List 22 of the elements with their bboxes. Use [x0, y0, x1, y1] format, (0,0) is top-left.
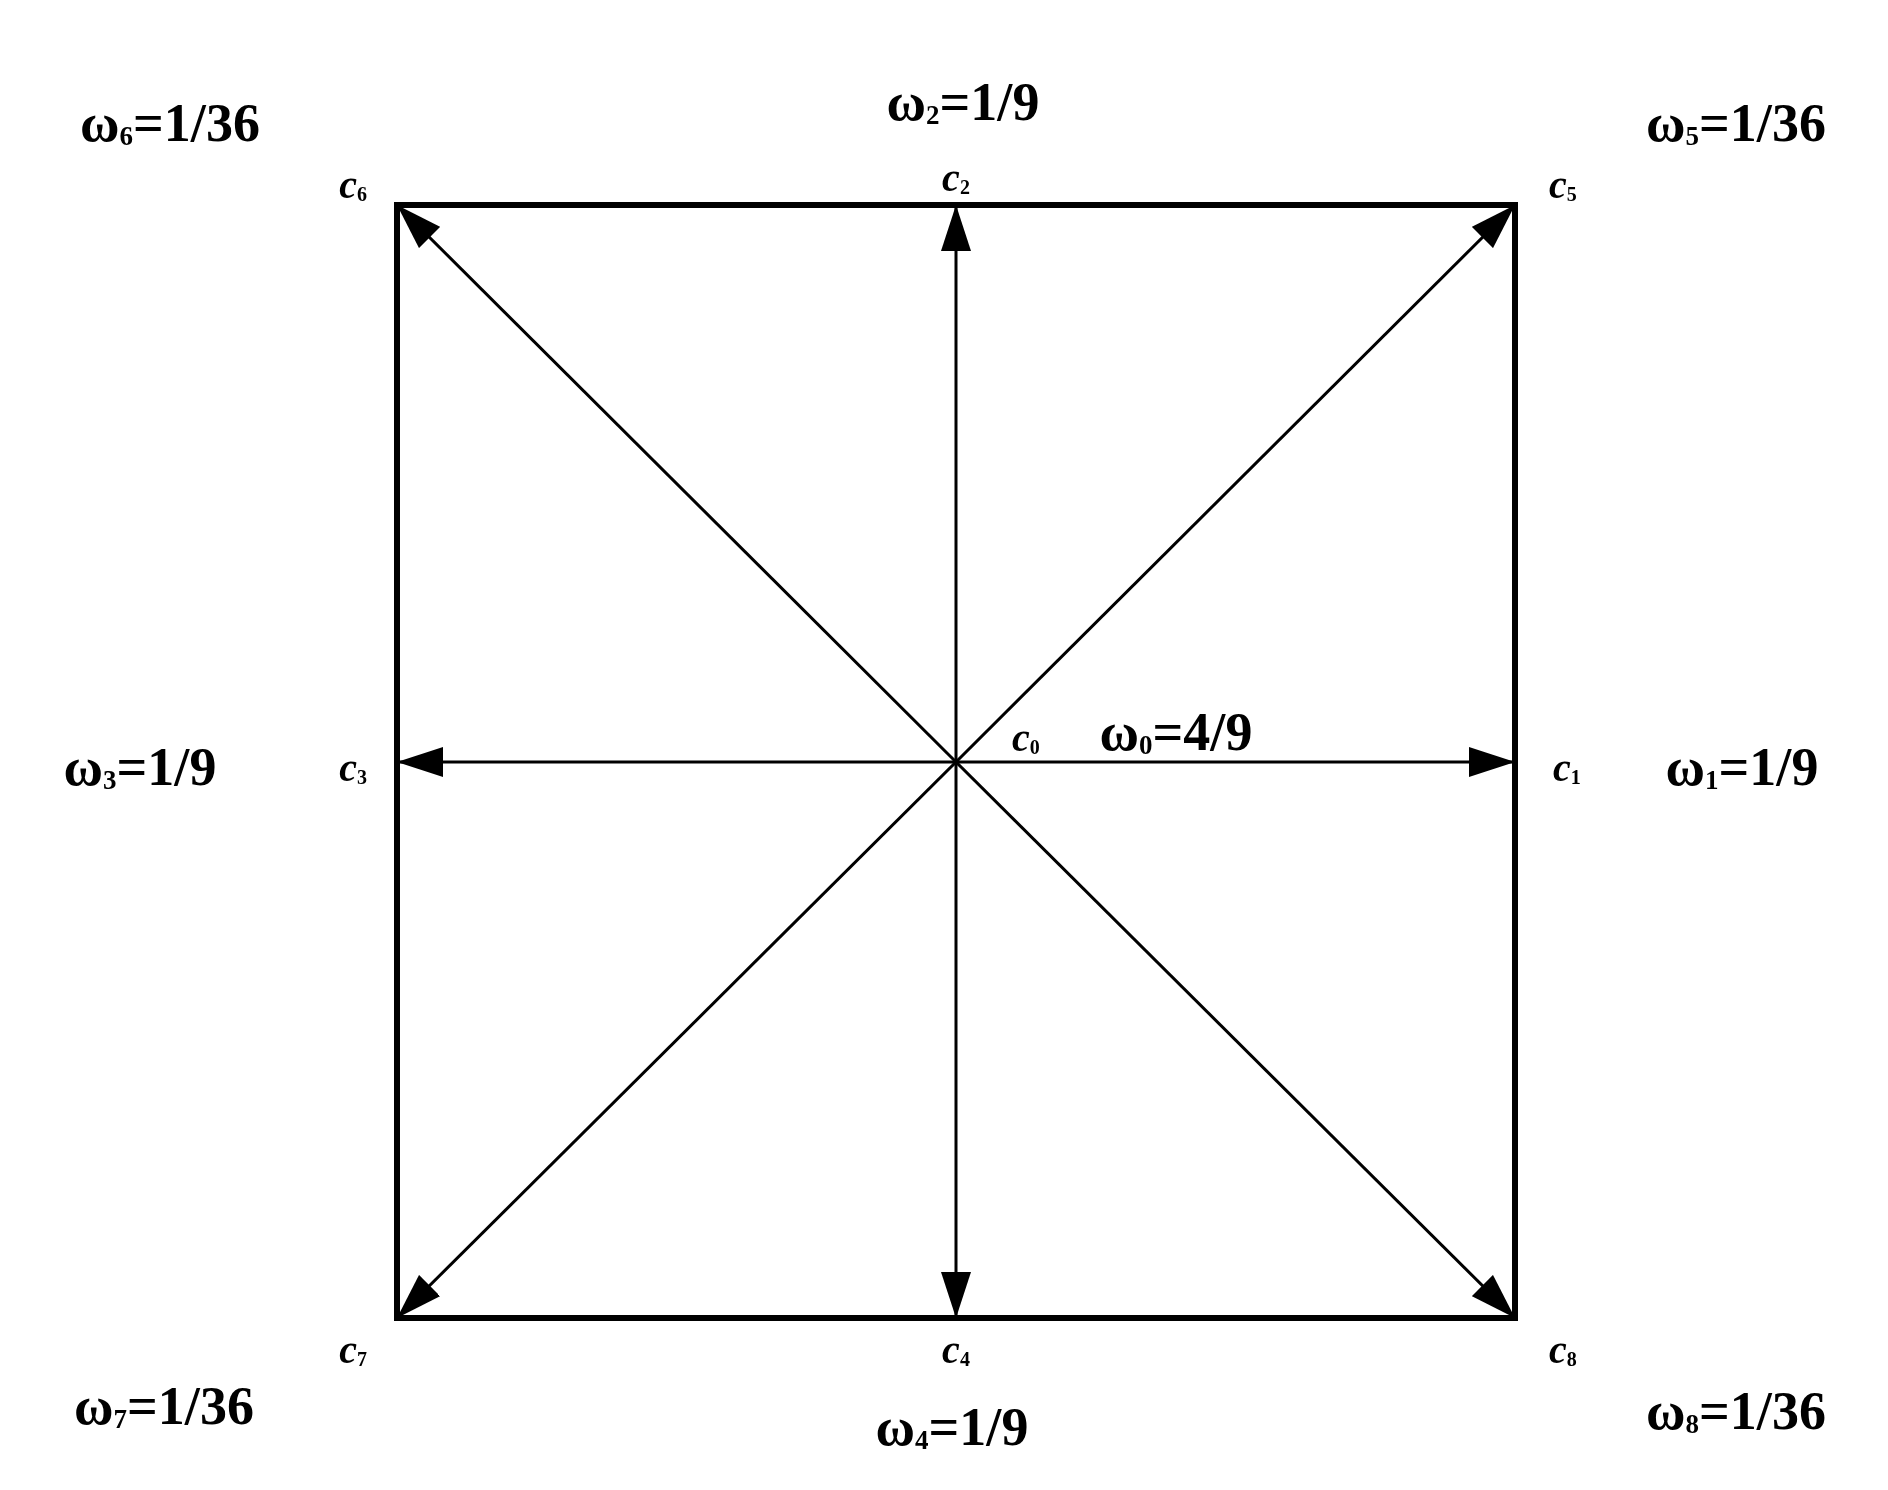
velocity-label: c$_{5}$ [1549, 165, 1577, 205]
weight-label: ω$_{0}$=4/9 [1099, 705, 1253, 759]
arrow [941, 762, 971, 1318]
velocity-label: c$_{2}$ [942, 157, 970, 198]
weight-label: ω$_{3}$=1/9 [63, 740, 217, 794]
velocity-label: c$_{6}$ [339, 165, 367, 205]
arrow [941, 205, 971, 762]
velocity-label: c$_{7}$ [339, 1330, 367, 1370]
weight-label: ω$_{7}$=1/36 [74, 1379, 254, 1433]
weight-label: ω$_{2}$=1/9 [886, 75, 1040, 129]
weight-label: ω$_{6}$=1/36 [80, 96, 260, 150]
weight-label: ω$_{5}$=1/36 [1646, 96, 1826, 150]
weight-label: ω$_{4}$=1/9 [875, 1400, 1029, 1454]
velocity-label: c$_{8}$ [1549, 1330, 1577, 1370]
weight-label: ω$_{1}$=1/9 [1665, 740, 1819, 794]
velocity-label: c$_{0}$ [1012, 718, 1040, 758]
arrow [397, 747, 956, 777]
arrow [956, 747, 1515, 777]
velocity-label: c$_{1}$ [1553, 748, 1581, 788]
weight-label: ω$_{8}$=1/36 [1646, 1384, 1826, 1438]
velocity-label: c$_{4}$ [942, 1330, 970, 1370]
velocity-label: c$_{3}$ [339, 748, 367, 788]
